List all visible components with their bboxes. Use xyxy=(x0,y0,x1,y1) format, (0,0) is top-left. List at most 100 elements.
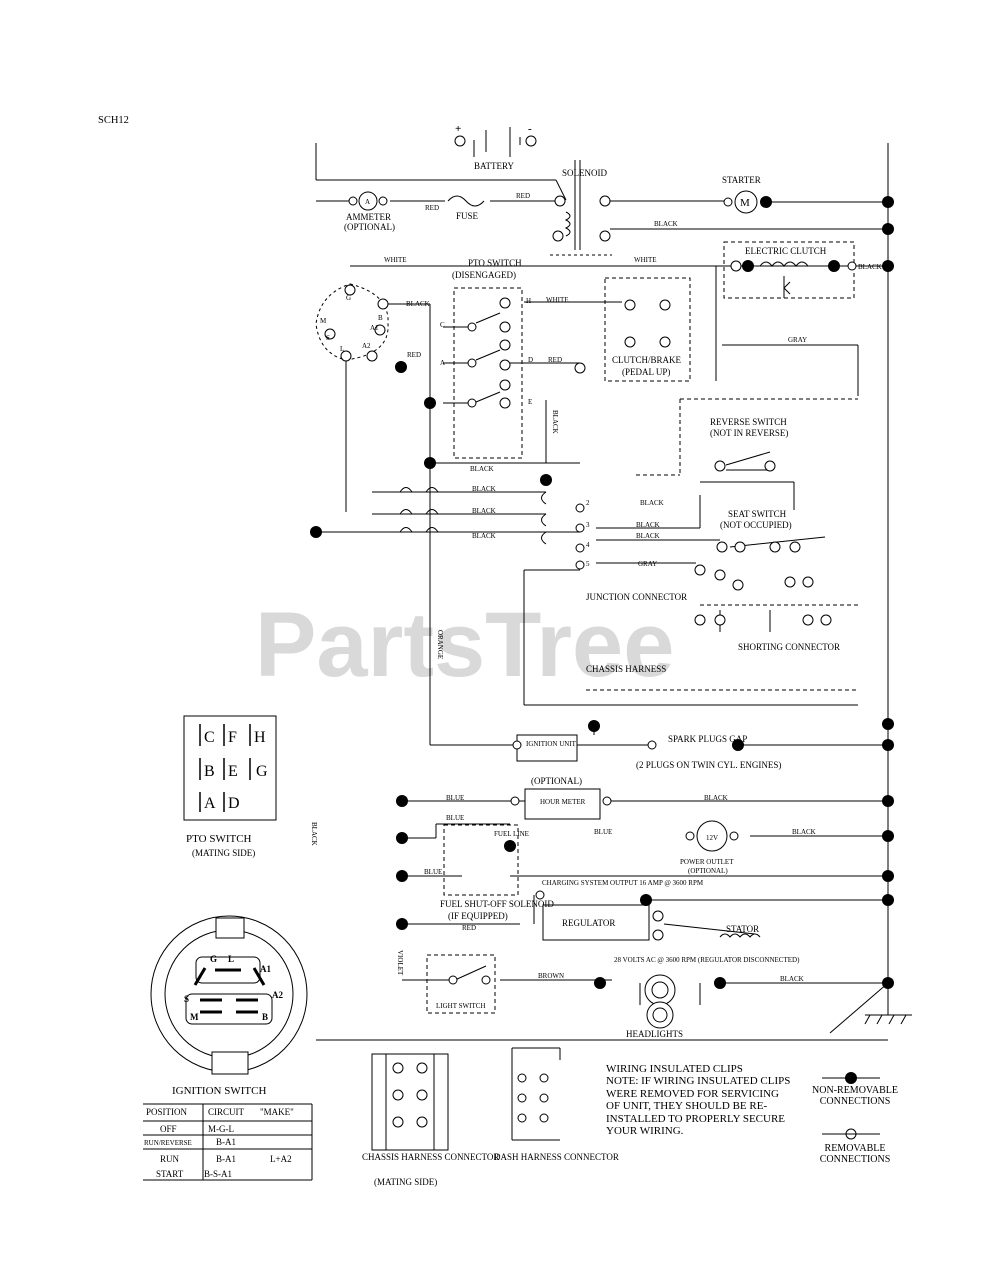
solenoid-label: SOLENOID xyxy=(562,168,607,178)
page-code: SCH12 xyxy=(98,115,129,126)
ignition-switch-schematic xyxy=(315,283,389,361)
pto-switch-title: PTO SWITCH xyxy=(468,258,522,268)
pto-mating-grid: C F H B E G A D PTO SWITCH (MATING SIDE) xyxy=(183,715,277,858)
regulator-label: REGULATOR xyxy=(562,918,615,928)
svg-text:G: G xyxy=(210,954,217,964)
svg-text:B: B xyxy=(262,1012,268,1022)
svg-text:GRAY: GRAY xyxy=(638,560,657,568)
svg-text:BLACK: BLACK xyxy=(792,828,816,836)
svg-text:BROWN: BROWN xyxy=(538,972,564,980)
pto-grid-sub: (MATING SIDE) xyxy=(192,848,255,858)
ammeter-label: AMMETER xyxy=(346,212,391,222)
legend: NON-REMOVABLE CONNECTIONS REMOVABLE CONN… xyxy=(812,1077,898,1165)
wire-label-black-vertical: BLACK xyxy=(551,410,559,434)
svg-text:RUN: RUN xyxy=(160,1154,180,1164)
svg-text:BLUE: BLUE xyxy=(446,794,464,802)
dash-connector-label: DASH HARNESS CONNECTOR xyxy=(494,1152,619,1162)
removable-dots xyxy=(324,135,857,1140)
fuse-icon xyxy=(447,195,485,207)
reverse-switch-label: REVERSE SWITCH xyxy=(710,417,787,427)
svg-text:B-A1: B-A1 xyxy=(216,1154,236,1164)
svg-text:BLACK: BLACK xyxy=(636,532,660,540)
junction-pins: 2 3 4 5 xyxy=(586,499,590,568)
svg-text:BLACK: BLACK xyxy=(780,975,804,983)
light-switch-label: LIGHT SWITCH xyxy=(436,1002,485,1010)
svg-text:BLACK: BLACK xyxy=(640,499,664,507)
svg-text:BLACK: BLACK xyxy=(472,485,496,493)
svg-text:RED: RED xyxy=(462,924,476,932)
svg-text:BLACK: BLACK xyxy=(470,465,494,473)
svg-text:RED: RED xyxy=(516,192,530,200)
legend-non-removable: NON-REMOVABLE CONNECTIONS xyxy=(812,1085,898,1107)
chassis-connector-sub: (MATING SIDE) xyxy=(374,1177,437,1187)
svg-text:A2: A2 xyxy=(362,342,371,350)
fuel-solenoid-label: FUEL SHUT-OFF SOLENOID xyxy=(440,899,554,909)
svg-text:E: E xyxy=(528,398,532,406)
svg-text:RED: RED xyxy=(548,356,562,364)
svg-text:L: L xyxy=(228,954,234,964)
pto-grid-title: PTO SWITCH xyxy=(186,833,252,845)
svg-text:BLUE: BLUE xyxy=(424,868,442,876)
svg-text:RUN/REVERSE: RUN/REVERSE xyxy=(144,1139,192,1147)
svg-text:BLACK: BLACK xyxy=(636,521,660,529)
wire-color-labels: RED RED BLACK WHITE WHITE BLACK BLACK WH… xyxy=(384,192,882,983)
ammeter-optional: (OPTIONAL) xyxy=(344,222,395,232)
svg-text:GRAY: GRAY xyxy=(788,336,807,344)
svg-text:A1: A1 xyxy=(370,324,379,332)
svg-text:M: M xyxy=(190,1012,199,1022)
ignition-switch-title: IGNITION SWITCH xyxy=(172,1085,266,1097)
battery-icon xyxy=(485,130,521,152)
ignition-unit-label: IGNITION UNIT xyxy=(526,740,577,748)
clutch-brake-sub: (PEDAL UP) xyxy=(622,367,670,377)
ignition-switch-face: G L A1 S A2 M B IGNITION SWITCH xyxy=(150,915,308,1097)
watermark: PartsTree xyxy=(255,594,674,696)
ignition-switch-table: POSITION CIRCUIT "MAKE" OFF M-G-L RUN/RE… xyxy=(143,1103,313,1181)
svg-text:WHITE: WHITE xyxy=(384,256,407,264)
dash-connector xyxy=(511,1047,561,1141)
wire-crossovers xyxy=(399,487,547,545)
power-outlet-label: POWER OUTLET xyxy=(680,858,734,866)
shorting-connector-label: SHORTING CONNECTOR xyxy=(738,642,840,652)
svg-text:B: B xyxy=(204,763,215,780)
svg-text:D: D xyxy=(528,356,533,364)
svg-text:BLACK: BLACK xyxy=(654,220,678,228)
svg-text:BLACK: BLACK xyxy=(472,532,496,540)
power-outlet-sub: (OPTIONAL) xyxy=(688,867,728,875)
spark-plugs-note: (2 PLUGS ON TWIN CYL. ENGINES) xyxy=(636,760,781,770)
fuel-solenoid-sub: (IF EQUIPPED) xyxy=(448,911,508,921)
starter-m: M xyxy=(740,197,750,209)
pto-switch-pins: C A H D E xyxy=(440,297,533,406)
svg-text:D: D xyxy=(228,795,240,812)
ac-note: 28 VOLTS AC @ 3600 RPM (REGULATOR DISCON… xyxy=(614,956,800,964)
svg-text:H: H xyxy=(254,729,266,746)
seat-switch-sub: (NOT OCCUPIED) xyxy=(720,520,792,530)
svg-text:M-G-L: M-G-L xyxy=(208,1124,234,1134)
junction-connector-label: JUNCTION CONNECTOR xyxy=(586,592,687,602)
svg-text:CIRCUIT: CIRCUIT xyxy=(208,1107,245,1117)
note-title: WIRING INSULATED CLIPS xyxy=(606,1063,743,1075)
insulated-clips-note: WIRING INSULATED CLIPS NOTE: IF WIRING I… xyxy=(606,1063,790,1137)
svg-text:A: A xyxy=(204,795,216,812)
svg-text:C: C xyxy=(204,729,215,746)
clutch-brake-label: CLUTCH/BRAKE xyxy=(612,355,682,365)
power-outlet-v: 12V xyxy=(706,834,718,842)
hour-meter-label: HOUR METER xyxy=(540,798,586,806)
solenoid-icon xyxy=(564,160,581,250)
svg-text:START: START xyxy=(156,1169,184,1179)
svg-text:OFF: OFF xyxy=(160,1124,177,1134)
chassis-connector xyxy=(371,1053,449,1151)
ammeter-icon xyxy=(358,191,378,211)
svg-text:C: C xyxy=(440,321,445,329)
svg-text:L: L xyxy=(340,345,344,353)
svg-text:E: E xyxy=(228,763,238,780)
svg-text:B-S-A1: B-S-A1 xyxy=(204,1169,232,1179)
svg-text:BLUE: BLUE xyxy=(446,814,464,822)
wire-label-orange-vertical: ORANGE xyxy=(436,630,444,659)
svg-text:BLACK: BLACK xyxy=(858,263,882,271)
svg-text:F: F xyxy=(228,729,237,746)
svg-text:S: S xyxy=(326,334,330,342)
electric-clutch-icon xyxy=(759,261,809,298)
svg-text:BLUE: BLUE xyxy=(594,828,612,836)
svg-text:B: B xyxy=(378,314,383,322)
